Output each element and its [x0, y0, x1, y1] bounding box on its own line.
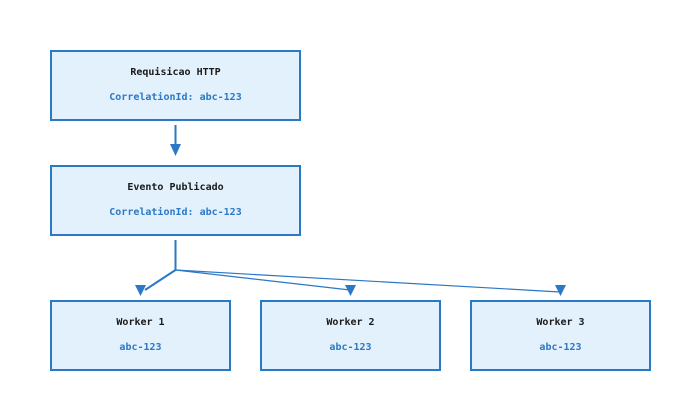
worker-node-1: Worker 1 abc-123: [50, 300, 231, 371]
edge-event-to-worker-3: [175, 269, 561, 293]
worker-2-title: Worker 2: [326, 317, 375, 328]
arrowhead-request-to-event: [170, 144, 181, 156]
worker-3-correlation-id: abc-123: [539, 342, 582, 353]
arrowhead-worker-2: [345, 285, 356, 296]
worker-3-title: Worker 3: [536, 317, 585, 328]
edge-event-to-worker-2: [175, 269, 351, 291]
event-node: Evento Publicado CorrelationId: abc-123: [50, 165, 301, 236]
worker-node-3: Worker 3 abc-123: [470, 300, 651, 371]
request-node-correlation-id: CorrelationId: abc-123: [109, 92, 242, 103]
worker-node-2: Worker 2 abc-123: [260, 300, 441, 371]
worker-2-correlation-id: abc-123: [329, 342, 372, 353]
edge-event-to-worker-1: [144, 269, 177, 291]
arrowhead-worker-3: [555, 285, 566, 296]
request-node-title: Requisicao HTTP: [130, 67, 221, 78]
request-node: Requisicao HTTP CorrelationId: abc-123: [50, 50, 301, 121]
event-node-correlation-id: CorrelationId: abc-123: [109, 207, 242, 218]
arrowhead-worker-1: [135, 285, 146, 296]
worker-1-correlation-id: abc-123: [119, 342, 162, 353]
event-node-title: Evento Publicado: [127, 182, 224, 193]
worker-1-title: Worker 1: [116, 317, 165, 328]
